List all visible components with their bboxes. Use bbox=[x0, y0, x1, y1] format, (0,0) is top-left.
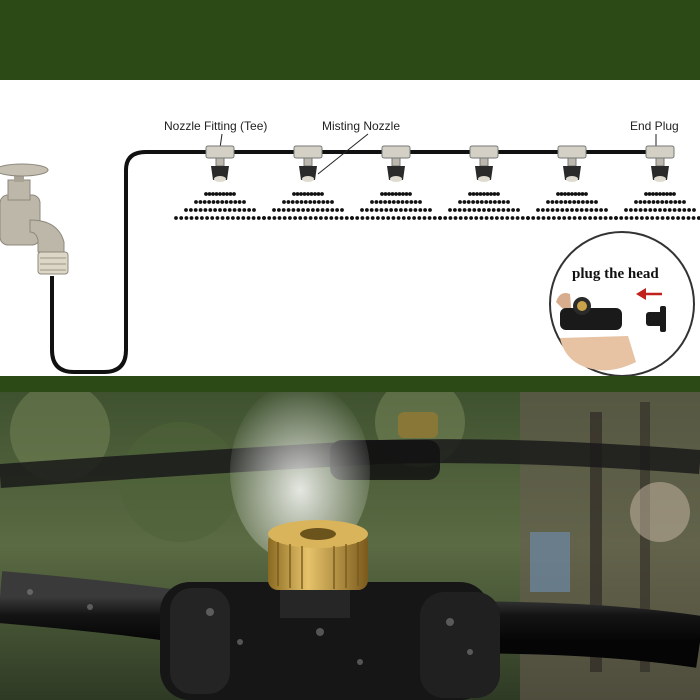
end-plug-fitting bbox=[645, 145, 675, 159]
misting-nozzle-label: Misting Nozzle bbox=[322, 119, 400, 133]
top-green-band bbox=[0, 0, 700, 80]
tee-fitting-icon bbox=[469, 145, 499, 159]
end-plug-icon bbox=[646, 312, 664, 326]
nozzle-icon bbox=[563, 166, 581, 180]
spray-pattern-icon bbox=[614, 192, 700, 220]
faucet-icon bbox=[0, 163, 69, 275]
brass-nozzle bbox=[268, 532, 368, 590]
spray-pattern-icon bbox=[174, 192, 266, 220]
plug-the-head-caption: plug the head bbox=[572, 266, 659, 282]
misting-nozzle-photo bbox=[0, 392, 700, 700]
photo-canvas bbox=[0, 392, 700, 700]
hand-icon bbox=[560, 336, 636, 371]
misting-system-diagram: Nozzle Fitting (Tee) Misting Nozzle End … bbox=[0, 80, 700, 376]
spray-pattern-icon bbox=[350, 192, 442, 220]
tee-fitting-icon bbox=[381, 145, 411, 159]
tee-fitting bbox=[160, 582, 490, 700]
spray-pattern-icon bbox=[526, 192, 618, 220]
spray-pattern-icon bbox=[438, 192, 530, 220]
diagram-canvas: Nozzle Fitting (Tee) Misting Nozzle End … bbox=[0, 119, 700, 376]
nozzle-icon bbox=[475, 166, 493, 180]
tube-line bbox=[50, 150, 660, 374]
nozzle-icon bbox=[387, 166, 405, 180]
nozzle-icon bbox=[299, 166, 317, 180]
tee-fitting-icon bbox=[293, 145, 323, 159]
nozzle-fitting-label: Nozzle Fitting (Tee) bbox=[164, 119, 267, 133]
tee-fitting-icon bbox=[557, 145, 587, 159]
plug-inset: plug the head bbox=[549, 231, 695, 376]
tee-fitting-icon bbox=[560, 308, 622, 330]
mist-spray bbox=[230, 392, 370, 562]
nozzle-icon bbox=[211, 166, 229, 180]
tee-fitting-icon bbox=[205, 145, 235, 159]
spray-pattern-icon bbox=[262, 192, 354, 220]
misting-nozzle-pointer bbox=[317, 133, 369, 175]
middle-green-band bbox=[0, 376, 700, 392]
nozzle-row bbox=[174, 145, 700, 220]
end-plug-label: End Plug bbox=[630, 119, 679, 133]
nozzle-icon bbox=[651, 166, 669, 180]
